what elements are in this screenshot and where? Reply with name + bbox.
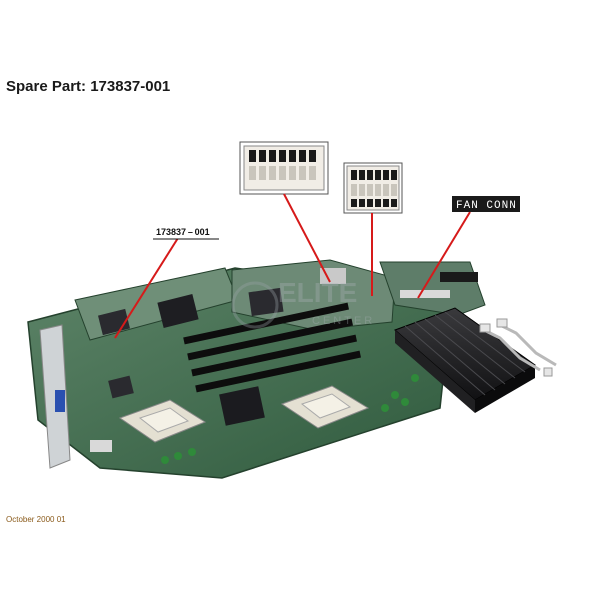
footer-date: October 2000 01: [6, 515, 66, 524]
fan-connector-callout: FAN CONN: [452, 196, 520, 212]
watermark: ELITE CENTER: [231, 277, 375, 329]
page-title: Spare Part: 173837-001: [6, 78, 171, 95]
memory-slots: [183, 302, 361, 393]
leader-lines: [114, 193, 471, 339]
part-number-label: 173837 – 001: [156, 227, 210, 237]
dip-switch-inset: [343, 162, 403, 214]
heatsink: [394, 307, 536, 413]
motherboard: [27, 259, 486, 479]
part-number-callout: 173837 – 001: [153, 226, 219, 240]
svg-text:CENTER: CENTER: [312, 315, 375, 327]
cpu-socket: [118, 399, 207, 443]
svg-text:ELITE: ELITE: [278, 277, 357, 308]
dip-switch-inset: [239, 141, 329, 195]
fan-connector-label: FAN CONN: [456, 200, 517, 212]
cpu-socket: [280, 385, 370, 429]
mounting-clips: [479, 318, 557, 377]
